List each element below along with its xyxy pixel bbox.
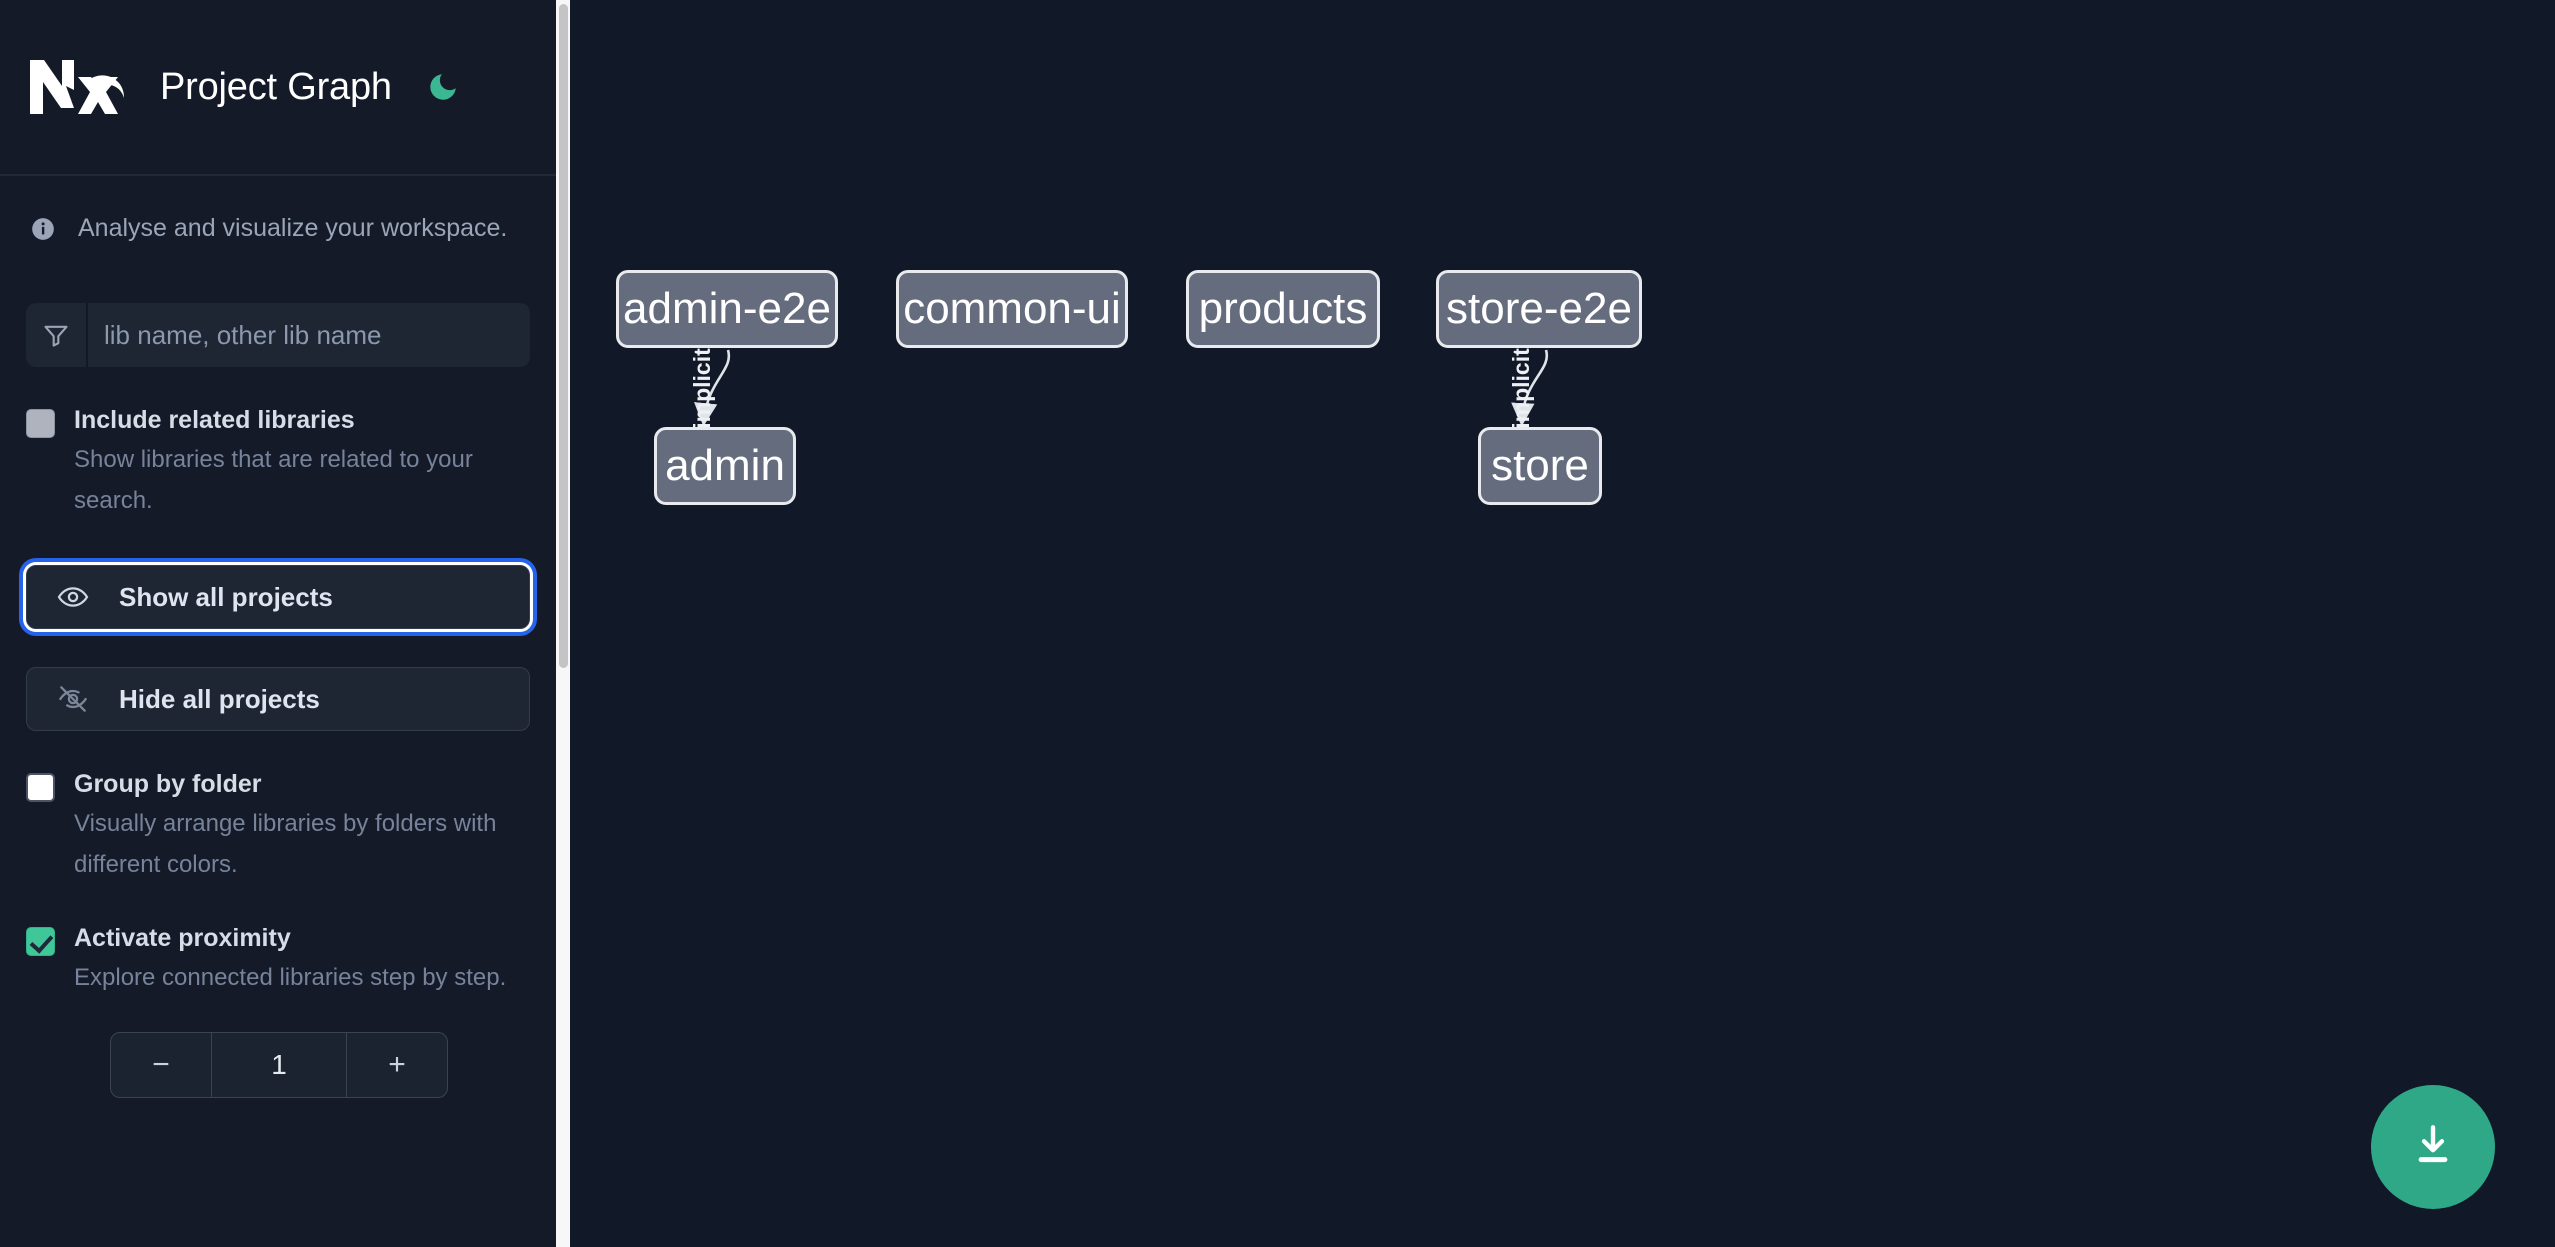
option-activate-proximity: Activate proximity Explore connected lib… — [26, 885, 530, 998]
download-graph-button[interactable] — [2371, 1085, 2495, 1209]
graph-node-label: admin — [665, 441, 785, 490]
eye-off-icon — [57, 680, 95, 718]
activate-proximity-description: Explore connected libraries step by step… — [74, 964, 507, 991]
show-all-projects-label: Show all projects — [119, 581, 333, 612]
group-by-folder-description: Visually arrange libraries by folders wi… — [74, 810, 497, 878]
hide-all-projects-button[interactable]: Hide all projects — [26, 667, 530, 731]
graph-node-label: store-e2e — [1446, 284, 1632, 333]
tagline-text: Analyse and visualize your workspace. — [78, 214, 508, 242]
info-icon — [30, 216, 56, 242]
include-related-libraries-label: Include related libraries — [74, 406, 355, 434]
sidebar-header: Project Graph — [0, 0, 556, 176]
graph-node-common-ui[interactable]: common-ui — [896, 270, 1128, 348]
search-filter — [26, 303, 530, 367]
sidebar: Project Graph Analyse and visualize your… — [0, 0, 556, 1247]
graph-node-label: common-ui — [903, 284, 1121, 333]
graph-canvas[interactable]: admin-e2e common-ui products store-e2e a… — [556, 0, 2555, 1247]
moon-icon[interactable] — [420, 64, 466, 110]
filter-funnel-icon — [26, 303, 88, 367]
group-by-folder-checkbox[interactable] — [26, 773, 55, 802]
option-group-by-folder: Group by folder Visually arrange librari… — [26, 731, 530, 885]
download-icon — [2408, 1120, 2458, 1175]
edge-label-admin-implicit: implicit — [688, 348, 715, 429]
search-input[interactable] — [88, 303, 530, 367]
graph-node-products[interactable]: products — [1186, 270, 1380, 348]
proximity-decrement-button[interactable]: − — [111, 1033, 212, 1097]
tagline: Analyse and visualize your workspace. — [0, 176, 556, 243]
proximity-increment-button[interactable]: + — [346, 1033, 447, 1097]
nx-logo — [26, 56, 124, 118]
graph-node-admin[interactable]: admin — [654, 427, 796, 505]
graph-node-admin-e2e[interactable]: admin-e2e — [616, 270, 838, 348]
include-related-libraries-description: Show libraries that are related to your … — [74, 446, 473, 514]
proximity-stepper: − 1 + — [110, 1032, 448, 1098]
activate-proximity-label: Activate proximity — [74, 924, 291, 952]
graph-node-label: products — [1198, 284, 1368, 333]
page-title: Project Graph — [160, 65, 392, 108]
graph-node-store[interactable]: store — [1478, 427, 1602, 505]
graph-node-label: admin-e2e — [623, 284, 831, 333]
eye-icon — [57, 578, 95, 616]
edge-label-store-implicit: implicit — [1507, 348, 1534, 429]
sidebar-scrollbar-thumb[interactable] — [559, 4, 568, 668]
hide-all-projects-label: Hide all projects — [119, 683, 320, 714]
activate-proximity-checkbox[interactable] — [26, 927, 55, 956]
graph-node-label: store — [1491, 441, 1589, 490]
include-related-libraries-checkbox[interactable] — [26, 409, 55, 438]
group-by-folder-label: Group by folder — [74, 770, 262, 798]
option-include-related-libraries: Include related libraries Show libraries… — [26, 367, 530, 521]
graph-node-store-e2e[interactable]: store-e2e — [1436, 270, 1642, 348]
proximity-value[interactable]: 1 — [271, 1049, 287, 1080]
graph-edges — [694, 349, 1549, 427]
show-all-projects-button[interactable]: Show all projects — [26, 565, 530, 629]
